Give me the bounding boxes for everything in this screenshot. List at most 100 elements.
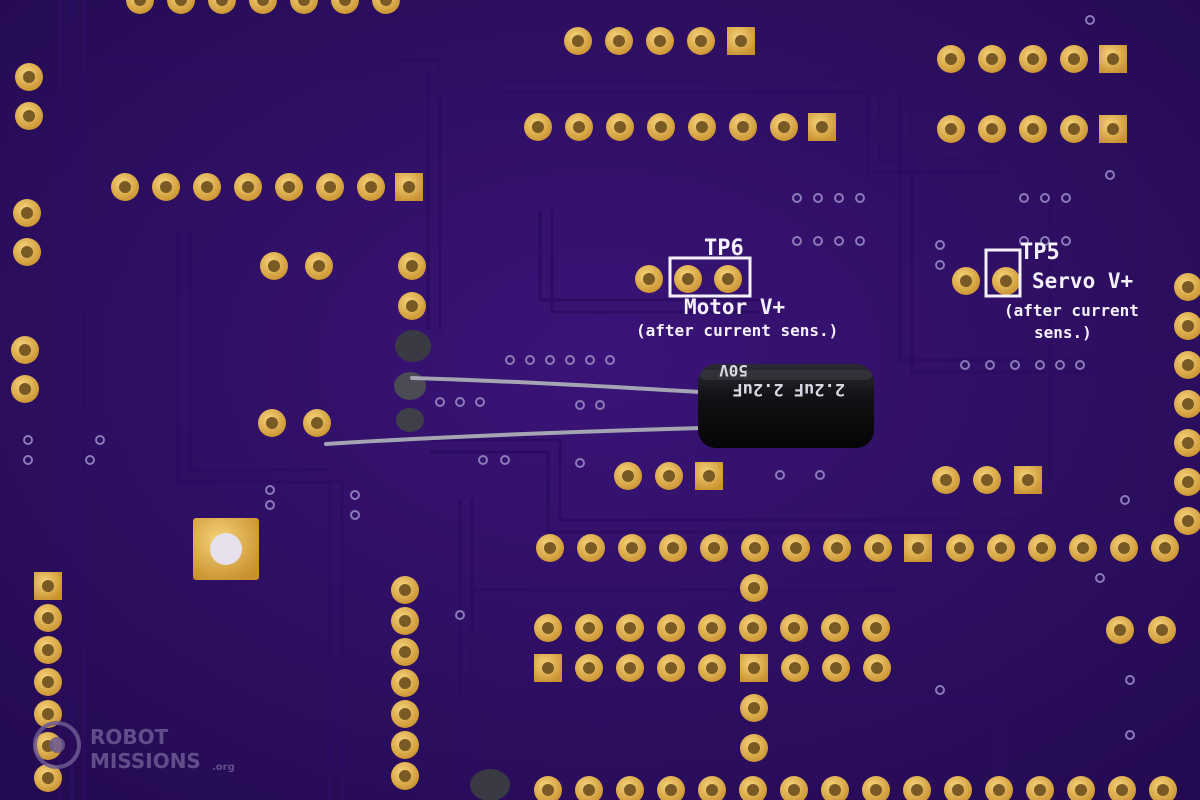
solder-joints	[394, 330, 510, 800]
pad-hole	[624, 784, 636, 796]
pad-hole	[696, 121, 708, 133]
motor-note: (after current sens.)	[636, 321, 838, 340]
pad-hole	[614, 121, 626, 133]
watermark-logo-icon	[33, 721, 81, 769]
pad-hole	[829, 784, 841, 796]
pad-hole	[960, 275, 972, 287]
pad-hole	[872, 542, 884, 554]
pad-hole	[1068, 53, 1080, 65]
pad-hole	[624, 662, 636, 674]
capacitor-marking: 2.2uF 2.2uF	[732, 379, 845, 399]
pad-hole	[1156, 624, 1168, 636]
pad-hole	[134, 0, 146, 6]
pad-hole	[626, 542, 638, 554]
pad-hole	[1034, 784, 1046, 796]
tp5-silkscreen: TP5 Servo V+ (after current sens.)	[984, 240, 1139, 342]
servo-note-2: sens.)	[1034, 323, 1092, 342]
pad-hole	[788, 622, 800, 634]
pad-hole	[737, 121, 749, 133]
pad-hole	[706, 622, 718, 634]
pad-hole	[912, 542, 924, 554]
round-pad	[290, 0, 318, 14]
pad-hole	[624, 622, 636, 634]
mounting-pad	[193, 518, 259, 580]
pad-hole	[403, 181, 415, 193]
pad-hole	[695, 35, 707, 47]
pad-hole	[986, 123, 998, 135]
pad-hole	[42, 612, 54, 624]
pad-hole	[532, 121, 544, 133]
pad-hole	[1159, 542, 1171, 554]
pad-hole	[816, 121, 828, 133]
pad-hole	[667, 542, 679, 554]
pad-hole	[871, 662, 883, 674]
capacitor-voltage: 50V	[719, 361, 748, 380]
round-pad	[249, 0, 277, 14]
pad-hole	[572, 35, 584, 47]
servo-note-1: (after current	[1004, 301, 1139, 320]
pad-hole	[399, 770, 411, 782]
pad-hole	[722, 273, 734, 285]
pad-hole	[1068, 123, 1080, 135]
pad-hole	[748, 582, 760, 594]
pad-hole	[945, 53, 957, 65]
pad-hole	[954, 542, 966, 554]
pad-hole	[311, 417, 323, 429]
pad-hole	[119, 181, 131, 193]
pad-hole	[665, 784, 677, 796]
pad-hole	[21, 207, 33, 219]
pad-hole	[42, 580, 54, 592]
pad-hole	[747, 622, 759, 634]
pad-hole	[940, 474, 952, 486]
pad-hole	[703, 470, 715, 482]
pad-hole	[573, 121, 585, 133]
capacitor-leads	[324, 376, 704, 446]
round-pad	[208, 0, 236, 14]
pad-hole	[706, 662, 718, 674]
pad-hole	[160, 181, 172, 193]
pad-hole	[380, 0, 392, 6]
pad-hole	[583, 662, 595, 674]
pad-hole	[1075, 784, 1087, 796]
pad-hole	[981, 474, 993, 486]
pad-hole	[665, 622, 677, 634]
pad-hole	[870, 784, 882, 796]
copper-pads	[11, 0, 1200, 800]
pad-hole	[1118, 542, 1130, 554]
pad-hole	[23, 71, 35, 83]
pad-hole	[1000, 275, 1012, 287]
pad-hole	[23, 110, 35, 122]
pad-hole	[583, 784, 595, 796]
pad-hole	[986, 53, 998, 65]
pad-hole	[911, 784, 923, 796]
capacitor: 2.2uF 2.2uF 50V	[698, 361, 874, 448]
pad-hole	[1107, 123, 1119, 135]
pad-hole	[643, 273, 655, 285]
pad-hole	[19, 344, 31, 356]
pad-hole	[945, 123, 957, 135]
pad-hole	[399, 677, 411, 689]
watermark-line2: MISSIONS	[90, 749, 201, 773]
pad-hole	[406, 260, 418, 272]
pad-hole	[1107, 53, 1119, 65]
pad-hole	[830, 662, 842, 674]
pad-hole	[1116, 784, 1128, 796]
pad-hole	[298, 0, 310, 6]
round-pad	[331, 0, 359, 14]
pad-hole	[1157, 784, 1169, 796]
pad-hole	[399, 708, 411, 720]
pad-hole	[993, 784, 1005, 796]
pad-hole	[1182, 476, 1194, 488]
pad-hole	[542, 784, 554, 796]
pad-hole	[313, 260, 325, 272]
pad-hole	[399, 615, 411, 627]
pad-hole	[778, 121, 790, 133]
pad-hole	[406, 300, 418, 312]
pad-hole	[42, 708, 54, 720]
pcb-traces	[58, 0, 1200, 800]
pad-hole	[1182, 281, 1194, 293]
motor-label: Motor V+	[684, 295, 785, 319]
pad-hole	[365, 181, 377, 193]
watermark-suffix: .org	[212, 762, 235, 773]
pad-hole	[19, 383, 31, 395]
